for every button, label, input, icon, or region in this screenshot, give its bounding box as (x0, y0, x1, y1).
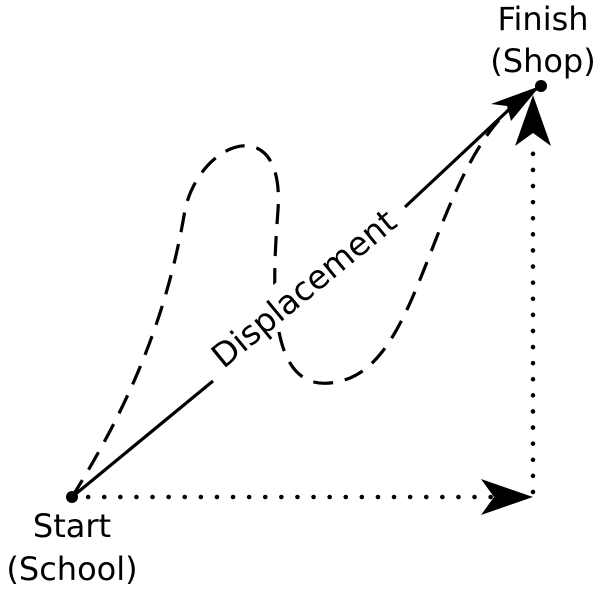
displacement-label: Displacement (204, 201, 404, 375)
vertical-arrowhead (515, 95, 551, 146)
finish-point-dot (535, 80, 547, 92)
displacement-label-backdrop (206, 202, 398, 370)
displacement-vector-segment-end (403, 102, 517, 209)
displacement-vector-segment-start (70, 379, 215, 499)
finish-sublabel: (Shop) (490, 42, 595, 80)
horizontal-arrowhead (481, 479, 533, 515)
finish-label: Finish (497, 0, 588, 38)
curved-path-dashed (70, 85, 541, 498)
start-label: Start (33, 507, 111, 545)
displacement-arrowhead (491, 86, 540, 121)
start-sublabel: (School) (6, 550, 137, 588)
start-point-dot (66, 491, 78, 503)
